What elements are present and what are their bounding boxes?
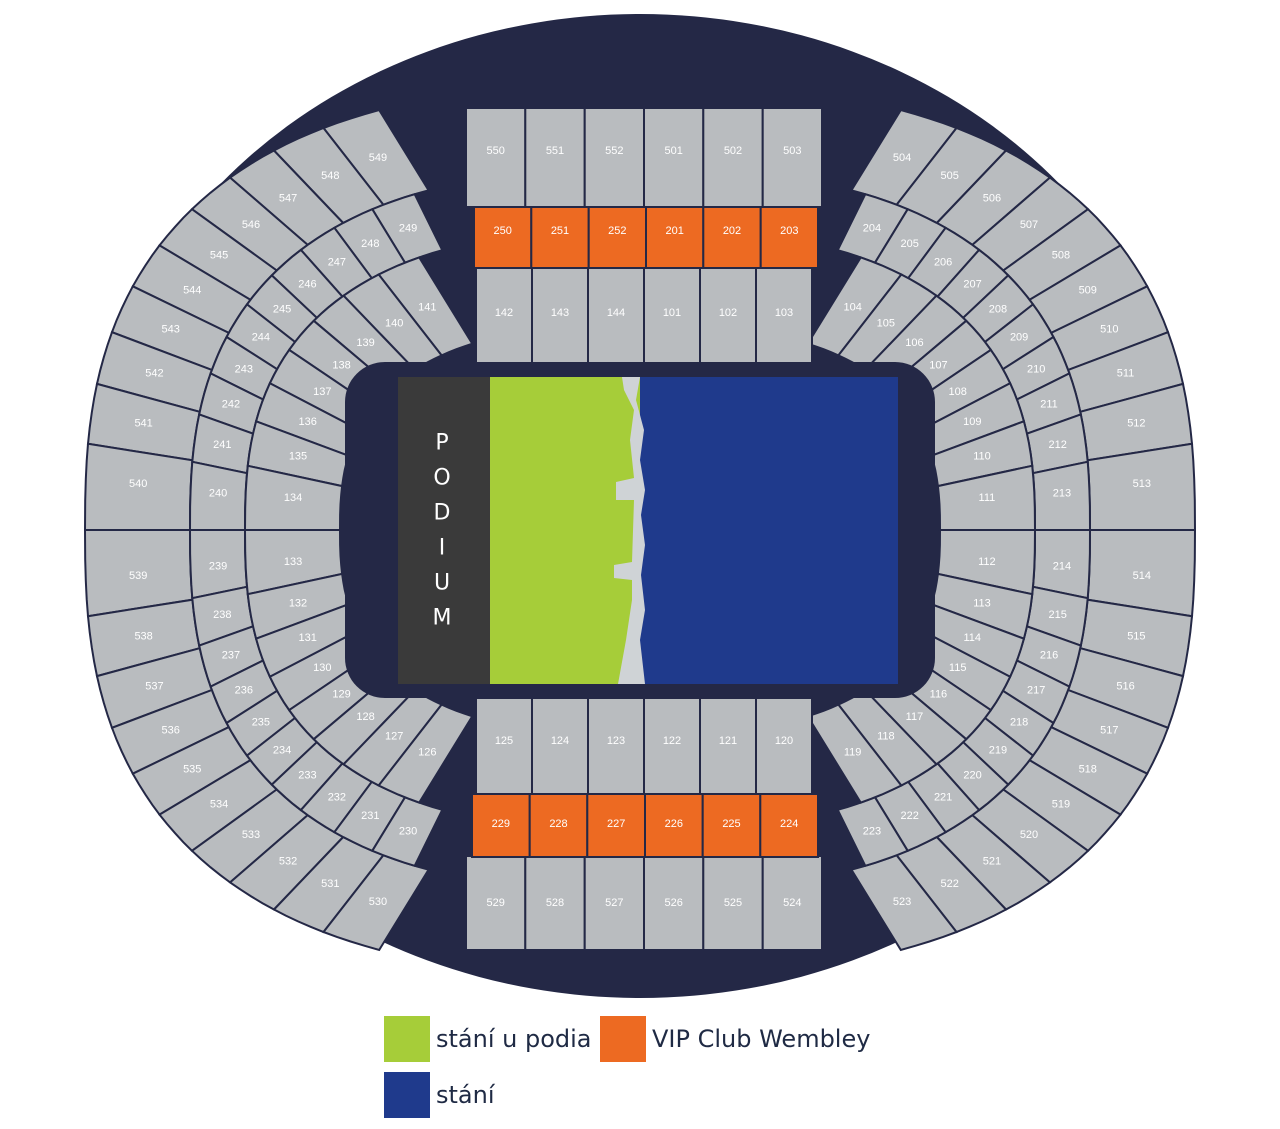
section-shape-213[interactable] xyxy=(1031,460,1092,531)
section-122[interactable]: 122 xyxy=(643,697,701,795)
section-shape-252[interactable] xyxy=(587,206,647,269)
section-shape-503[interactable] xyxy=(761,107,823,208)
section-shape-120[interactable] xyxy=(755,697,813,795)
section-shape-103[interactable] xyxy=(755,267,813,367)
section-shape-142[interactable] xyxy=(475,267,533,367)
section-142[interactable]: 142 xyxy=(475,267,533,367)
stadium-map: 5495485475465455445435425415405395385375… xyxy=(83,14,1197,998)
section-shape-527[interactable] xyxy=(583,855,645,951)
section-202[interactable]: 202 xyxy=(702,206,762,269)
zone-divider xyxy=(614,377,645,684)
section-shape-124[interactable] xyxy=(531,697,589,795)
section-525[interactable]: 525 xyxy=(702,855,764,951)
section-228[interactable]: 228 xyxy=(528,793,589,858)
podium-letter: U xyxy=(434,571,450,596)
section-528[interactable]: 528 xyxy=(524,855,586,951)
section-shape-122[interactable] xyxy=(643,697,701,795)
section-shape-551[interactable] xyxy=(524,107,586,208)
podium-area[interactable] xyxy=(398,377,490,684)
section-224[interactable]: 224 xyxy=(759,793,819,858)
section-125[interactable]: 125 xyxy=(475,697,533,795)
legend-label-standing-near-stage: stání u podia xyxy=(436,1025,592,1053)
section-229[interactable]: 229 xyxy=(471,793,531,858)
section-shape-202[interactable] xyxy=(702,206,762,269)
section-225[interactable]: 225 xyxy=(701,793,762,858)
section-120[interactable]: 120 xyxy=(755,697,813,795)
section-shape-102[interactable] xyxy=(699,267,757,367)
podium-letter: P xyxy=(435,431,448,456)
podium-letter: D xyxy=(434,501,451,526)
section-shape-228[interactable] xyxy=(528,793,589,858)
section-shape-144[interactable] xyxy=(587,267,645,367)
section-shape-528[interactable] xyxy=(524,855,586,951)
section-552[interactable]: 552 xyxy=(583,107,645,208)
section-524[interactable]: 524 xyxy=(761,855,823,951)
section-shape-224[interactable] xyxy=(759,793,819,858)
section-shape-529[interactable] xyxy=(465,855,527,951)
section-shape-526[interactable] xyxy=(643,855,705,951)
legend-swatch-standing-near-stage xyxy=(384,1016,430,1062)
legend-item-standing[interactable]: stání xyxy=(384,1072,495,1118)
section-501[interactable]: 501 xyxy=(643,107,705,208)
section-251[interactable]: 251 xyxy=(530,206,590,269)
section-shape-226[interactable] xyxy=(644,793,704,858)
legend-swatch-vip xyxy=(600,1016,646,1062)
section-240[interactable]: 240 xyxy=(188,460,249,531)
section-shape-240[interactable] xyxy=(188,460,249,531)
standing-zone[interactable] xyxy=(640,377,898,684)
section-124[interactable]: 124 xyxy=(531,697,589,795)
section-shape-227[interactable] xyxy=(586,793,646,858)
legend: stání u podia VIP Club Wembley stání xyxy=(384,1012,904,1122)
section-shape-250[interactable] xyxy=(473,206,533,269)
section-551[interactable]: 551 xyxy=(524,107,586,208)
section-144[interactable]: 144 xyxy=(587,267,645,367)
section-121[interactable]: 121 xyxy=(699,697,757,795)
section-shape-502[interactable] xyxy=(702,107,764,208)
section-252[interactable]: 252 xyxy=(587,206,647,269)
section-shape-552[interactable] xyxy=(583,107,645,208)
section-201[interactable]: 201 xyxy=(645,206,705,269)
section-550[interactable]: 550 xyxy=(465,107,527,208)
podium-letter: I xyxy=(439,536,446,561)
section-shape-125[interactable] xyxy=(475,697,533,795)
section-shape-123[interactable] xyxy=(587,697,645,795)
section-shape-201[interactable] xyxy=(645,206,705,269)
section-shape-251[interactable] xyxy=(530,206,590,269)
standing-near-stage-zone[interactable] xyxy=(490,377,640,684)
section-213[interactable]: 213 xyxy=(1031,460,1092,531)
section-102[interactable]: 102 xyxy=(699,267,757,367)
section-503[interactable]: 503 xyxy=(761,107,823,208)
legend-item-vip[interactable]: VIP Club Wembley xyxy=(600,1016,870,1062)
podium-letter: M xyxy=(433,606,452,631)
section-shape-524[interactable] xyxy=(761,855,823,951)
section-shape-225[interactable] xyxy=(701,793,762,858)
legend-label-vip: VIP Club Wembley xyxy=(652,1025,871,1053)
section-502[interactable]: 502 xyxy=(702,107,764,208)
section-529[interactable]: 529 xyxy=(465,855,527,951)
section-227[interactable]: 227 xyxy=(586,793,646,858)
section-526[interactable]: 526 xyxy=(643,855,705,951)
section-203[interactable]: 203 xyxy=(759,206,819,269)
section-226[interactable]: 226 xyxy=(644,793,704,858)
podium-letter: O xyxy=(433,466,450,491)
section-250[interactable]: 250 xyxy=(473,206,533,269)
section-123[interactable]: 123 xyxy=(587,697,645,795)
section-shape-525[interactable] xyxy=(702,855,764,951)
legend-swatch-standing xyxy=(384,1072,430,1118)
section-103[interactable]: 103 xyxy=(755,267,813,367)
legend-item-standing-near-stage[interactable]: stání u podia xyxy=(384,1016,592,1062)
section-shape-550[interactable] xyxy=(465,107,527,208)
section-shape-143[interactable] xyxy=(531,267,589,367)
section-shape-229[interactable] xyxy=(471,793,531,858)
section-shape-501[interactable] xyxy=(643,107,705,208)
legend-label-standing: stání xyxy=(436,1081,495,1109)
section-shape-121[interactable] xyxy=(699,697,757,795)
section-527[interactable]: 527 xyxy=(583,855,645,951)
section-shape-203[interactable] xyxy=(759,206,819,269)
section-shape-101[interactable] xyxy=(643,267,701,367)
section-shape-126[interactable] xyxy=(377,703,474,804)
section-101[interactable]: 101 xyxy=(643,267,701,367)
section-143[interactable]: 143 xyxy=(531,267,589,367)
